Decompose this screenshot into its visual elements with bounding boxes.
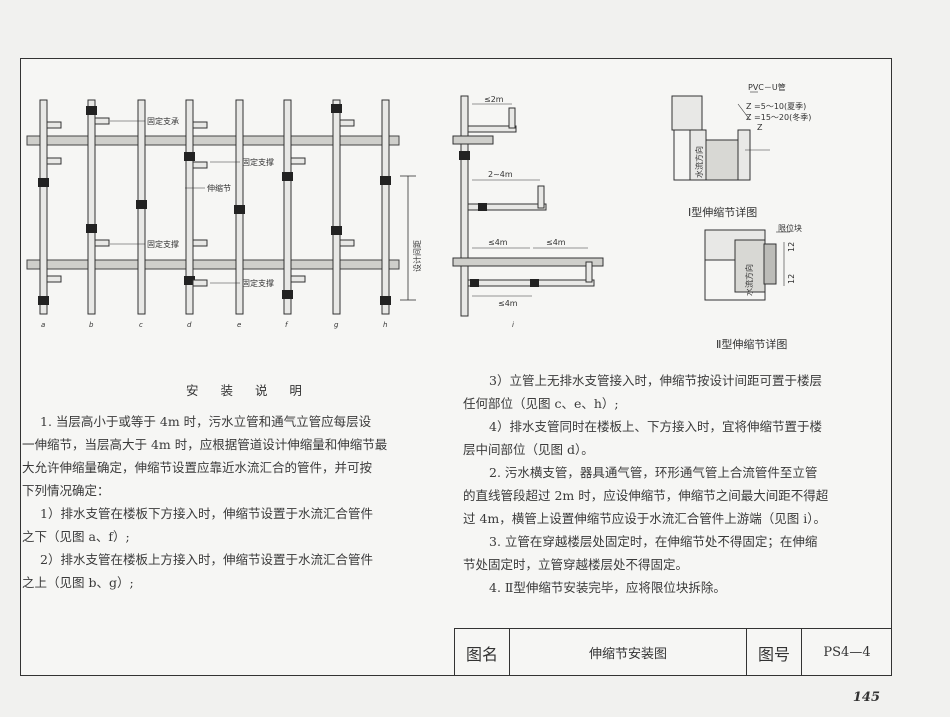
label-flow-direction-1: 水流方向 — [694, 146, 704, 178]
dim-12b: 12 — [787, 274, 796, 284]
dim-2-4m: 2~4m — [488, 170, 513, 179]
label-fixed-bracket: 固定支承 — [147, 116, 179, 126]
dim-12a: 12 — [787, 242, 796, 252]
pipe-letter: c — [139, 321, 143, 329]
label-flow-direction-2: 水流方向 — [744, 264, 754, 296]
pipe-letter: h — [383, 321, 387, 329]
floor-slab-lower — [26, 259, 400, 270]
note-line: 一伸缩节，当层高大于 4m 时，应根据管道设计伸缩量和伸缩节最 — [22, 437, 388, 452]
pipe-letter: g — [334, 321, 339, 329]
pipe-letters: a b c d e f g h — [41, 321, 387, 329]
note-line: 1）排水支管在楼板下方接入时，伸缩节设置于水流汇合管件 — [40, 506, 373, 521]
drawing-number-label: 图号 — [747, 629, 802, 676]
note-line: 层中间部位（见图 d）。 — [463, 442, 594, 457]
label-z: Z — [757, 123, 763, 132]
drawing-number-value: PS4—4 — [823, 645, 871, 660]
dim-le-4m-b: ≤4m — [546, 238, 566, 247]
note-line: 1. 当层高小于或等于 4m 时，污水立管和通气立管应每层设 — [40, 414, 372, 429]
riser-diagram — [26, 99, 416, 315]
label-pvc-u: PVC－U管 — [748, 82, 786, 92]
label-limit-block: 限位块 — [778, 223, 802, 233]
floor-slab-upper — [26, 135, 400, 146]
note-line: 下列情况确定： — [22, 483, 110, 498]
notes-left-column: 1. 当层高小于或等于 4m 时，污水立管和通气立管应每层设 一伸缩节，当层高大… — [22, 410, 387, 594]
label-design-spacing: 设计间距 — [412, 240, 422, 272]
horizontal-branch-diagram — [452, 95, 604, 317]
caption-type1-detail: Ⅰ型伸缩节详图 — [688, 206, 758, 219]
note-line: 的直线管段超过 2m 时，应设伸缩节，伸缩节之间最大间距不得超 — [463, 488, 829, 503]
note-line: 3. 立管在穿越楼层处固定时，在伸缩节处不得固定；在伸缩 — [489, 534, 818, 549]
title-block: 图名 伸缩节安装图 图号 PS4—4 — [454, 628, 892, 676]
label-fixed-support-3: 固定支撑 — [242, 278, 274, 288]
note-line: 4. Ⅱ型伸缩节安装完毕，应将限位块拆除。 — [489, 580, 726, 595]
pipe-letter: e — [237, 321, 241, 329]
note-line: 之上（见图 b、g）; — [22, 575, 134, 590]
notes-title: 安 装 说 明 — [186, 383, 311, 398]
page-number: 145 — [852, 690, 880, 705]
dim-le-4m-c: ≤4m — [498, 299, 518, 308]
drawing-name-label: 图名 — [455, 629, 510, 676]
dim-le-4m-a: ≤4m — [488, 238, 508, 247]
note-line: 大允许伸缩量确定，伸缩节设置应靠近水流汇合的管件，并可按 — [22, 460, 373, 475]
type2-detail — [704, 229, 790, 301]
label-z-summer: Z =5～10(夏季) — [746, 101, 806, 111]
dim-le-2m: ≤2m — [484, 95, 504, 104]
note-line: 之下（见图 a、f）; — [22, 529, 130, 544]
pipe-letter: a — [41, 321, 45, 329]
note-line: 3）立管上无排水支管接入时，伸缩节按设计间距可置于楼层 — [489, 373, 822, 388]
label-expansion-joint: 伸缩节 — [207, 183, 231, 193]
note-line: 2. 污水横支管，器具通气管，环形通气管上合流管件至立管 — [489, 465, 818, 480]
pipe-letter: f — [285, 321, 289, 329]
note-line: 节处固定时，立管穿越楼层处不得固定。 — [463, 557, 689, 572]
note-line: 过 4m，横管上设置伸缩节应设于水流汇合管件上游端（见图 i）。 — [463, 511, 827, 526]
note-line: 4）排水支管同时在楼板上、下方接入时，宜将伸缩节置于楼 — [489, 419, 822, 434]
note-line: 任何部位（见图 c、e、h）; — [463, 396, 619, 411]
label-z-winter: Z =15～20(冬季) — [746, 112, 811, 122]
pipe-letter: b — [89, 321, 94, 329]
drawing-name-value: 伸缩节安装图 — [510, 629, 747, 676]
label-fixed-support-2: 固定支撑 — [147, 239, 179, 249]
label-fixed-support-1: 固定支撑 — [242, 157, 274, 167]
notes-right-column: 3）立管上无排水支管接入时，伸缩节按设计间距可置于楼层 任何部位（见图 c、e、… — [463, 369, 828, 599]
note-line: 2）排水支管在楼板上方接入时，伸缩节设置于水流汇合管件 — [40, 552, 373, 567]
letter-i: i — [512, 321, 514, 329]
pipe-letter: d — [187, 321, 192, 329]
type1-detail — [671, 91, 770, 181]
caption-type2-detail: Ⅱ型伸缩节详图 — [716, 338, 788, 351]
